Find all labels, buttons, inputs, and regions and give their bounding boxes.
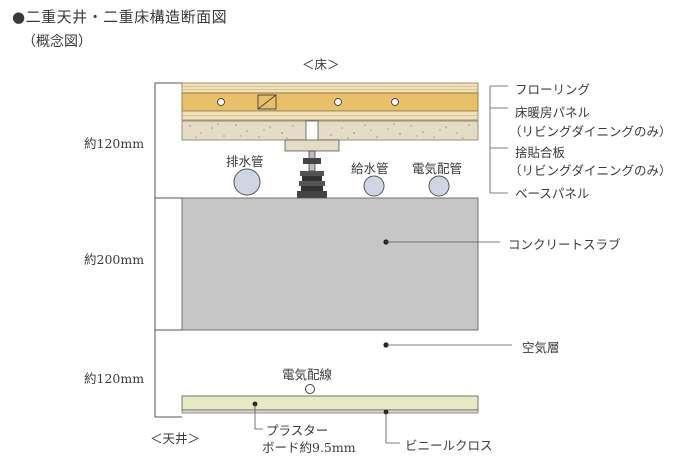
- label-drain-pipe: 排水管: [226, 154, 264, 169]
- drain-pipe-icon: [233, 168, 261, 196]
- label-air-layer: 空気層: [522, 340, 560, 355]
- base-panel-layer: [181, 120, 479, 141]
- floor-support-leg: [284, 120, 340, 198]
- layer-label-bracket: [489, 85, 508, 194]
- dimension-bracket: [154, 82, 182, 418]
- concrete-slab: [181, 197, 500, 331]
- label-plywood: 捨貼合板: [515, 145, 566, 160]
- label-plaster-board-line2: ボード約9.5mm: [262, 440, 356, 455]
- pipes: [233, 168, 450, 197]
- ceiling-board: [181, 395, 479, 444]
- label-concrete-slab: コンクリートスラブ: [508, 237, 621, 252]
- heating-panel-layer: [181, 92, 479, 112]
- label-base-panel: ベースパネル: [515, 186, 590, 201]
- electric-wiring-icon: [305, 384, 315, 394]
- flooring-layer: [181, 82, 479, 94]
- label-vinyl-cloth: ビニールクロス: [405, 438, 493, 453]
- label-plaster-board-line1: プラスター: [266, 423, 329, 438]
- label-heating-panel-note: （リビングダイニングのみ）: [509, 124, 672, 139]
- diagram-subtitle: （概念図）: [22, 34, 92, 50]
- floor-tag: ＜床＞: [302, 57, 340, 72]
- dimension-upper: 約120mm: [84, 136, 145, 151]
- electric-conduit-icon: [428, 175, 450, 197]
- label-electric-conduit: 電気配管: [412, 161, 463, 176]
- plywood-layer: [181, 110, 479, 121]
- air-layer-pointer: [383, 342, 512, 348]
- ceiling-tag: ＜天井＞: [150, 431, 201, 446]
- water-supply-pipe-icon: [363, 175, 385, 197]
- label-plywood-note: （リビングダイニングのみ）: [509, 163, 672, 178]
- label-heating-panel: 床暖房パネル: [515, 105, 591, 120]
- label-electric-wiring: 電気配線: [282, 367, 333, 382]
- heating-pipe-icon: [217, 98, 225, 106]
- dimension-lower: 約120mm: [84, 371, 145, 386]
- label-flooring: フローリング: [515, 82, 591, 97]
- diagram-title: ●二重天井・二重床構造断面図: [12, 8, 228, 26]
- heating-pipe-icon: [391, 98, 399, 106]
- panel-joint-icon: [257, 94, 277, 110]
- dimension-middle: 約200mm: [84, 252, 145, 267]
- label-water-supply-pipe: 給水管: [351, 161, 389, 176]
- heating-pipe-icon: [334, 98, 342, 106]
